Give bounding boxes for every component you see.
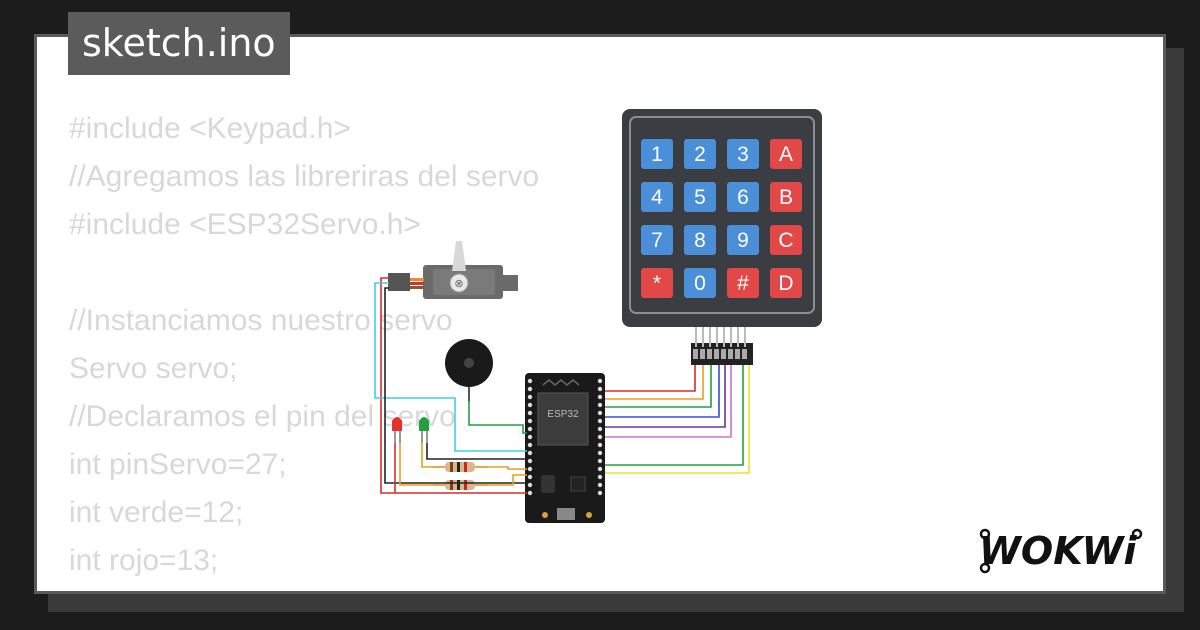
esp32-label: ESP32 <box>547 409 579 420</box>
code-line: #include <Keypad.h> <box>69 112 351 145</box>
code-line: //Instanciamos nuestro servo <box>69 304 453 337</box>
svg-text:⊗: ⊗ <box>454 278 463 290</box>
keypad-key-5: 5 <box>684 182 716 212</box>
keypad-key-2: 2 <box>684 139 716 169</box>
code-line: #include <ESP32Servo.h> <box>69 208 421 241</box>
keypad-key-9: 9 <box>727 225 759 255</box>
keypad-key-#: # <box>727 268 759 298</box>
keypad-key-0: 0 <box>684 268 716 298</box>
wokwi-wordmark: WOKWi <box>979 529 1138 573</box>
keypad-key-8: 8 <box>684 225 716 255</box>
buzzer <box>445 339 493 401</box>
code-line: //Agregamos las libreriras del servo <box>69 160 540 193</box>
keypad-key-D: D <box>770 268 802 298</box>
keypad-key-label: 0 <box>694 272 706 295</box>
esp32-board: ESP32 <box>525 373 605 523</box>
code-line: int verde=12; <box>69 496 244 529</box>
keypad-key-3: 3 <box>727 139 759 169</box>
code-line: //Declaramos el pin del servo <box>69 400 456 433</box>
keypad-key-label: 3 <box>737 143 749 166</box>
keypad-key-label: 4 <box>651 186 663 209</box>
servo-horn <box>452 241 466 271</box>
keypad-key-4: 4 <box>641 182 673 212</box>
servo-motor: ⊗ <box>388 241 518 299</box>
keypad-key-label: C <box>778 229 793 252</box>
code-listing: #include <Keypad.h> //Agregamos las libre… <box>69 105 540 591</box>
keypad-key-label: 1 <box>651 143 663 166</box>
keypad-key-label: 2 <box>694 143 706 166</box>
file-title-tab: sketch.ino <box>68 12 290 75</box>
keypad-key-6: 6 <box>727 182 759 212</box>
keypad-key-label: 5 <box>694 186 706 209</box>
keypad-4x4: 1 2 3 A 4 5 6 B 7 8 9 C * 0 # D <box>622 109 822 365</box>
wires <box>374 277 750 494</box>
keypad-header-pins <box>691 327 753 365</box>
preview-card: #include <Keypad.h> //Agregamos las libre… <box>34 34 1166 594</box>
keypad-key-label: * <box>653 272 661 295</box>
red-led <box>392 417 402 443</box>
green-led <box>419 417 429 443</box>
keypad-key-label: 7 <box>651 229 663 252</box>
keypad-key-B: B <box>770 182 802 212</box>
keypad-key-label: 6 <box>737 186 749 209</box>
circuit-diagram: ESP32 1 2 3 A 4 5 6 B 7 8 9 C * 0 # D <box>374 109 822 523</box>
code-line: Servo servo; <box>69 352 238 385</box>
keypad-key-C: C <box>770 225 802 255</box>
keypad-key-label: A <box>779 143 793 166</box>
usb-port <box>557 508 575 520</box>
keypad-key-*: * <box>641 268 673 298</box>
code-line: int rojo=13; <box>69 544 219 577</box>
keypad-key-A: A <box>770 139 802 169</box>
keypad-key-1: 1 <box>641 139 673 169</box>
esp32-pins-left <box>527 378 533 496</box>
keypad-key-label: 8 <box>694 229 706 252</box>
keypad-key-7: 7 <box>641 225 673 255</box>
keypad-key-label: B <box>779 186 793 209</box>
keypad-key-label: 9 <box>737 229 749 252</box>
keypad-keys: 1 2 3 A 4 5 6 B 7 8 9 C * 0 # D <box>641 139 802 298</box>
wokwi-logo: WOKWi <box>979 528 1143 574</box>
esp32-pins-right <box>597 378 603 496</box>
keypad-key-label: # <box>737 272 749 295</box>
code-line: int pinServo=27; <box>69 448 287 481</box>
keypad-key-label: D <box>778 272 793 295</box>
